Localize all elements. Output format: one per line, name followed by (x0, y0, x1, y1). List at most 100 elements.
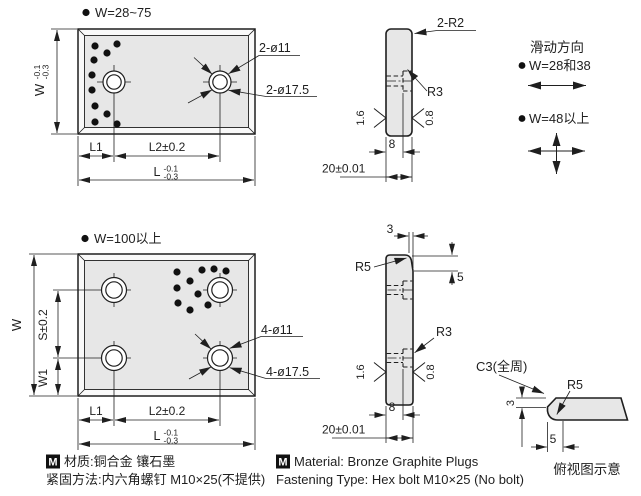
dim-chamfer-width: 3 (387, 222, 428, 268)
dim-thickness: 20±0.01 (322, 137, 413, 182)
sliding-direction-legend: 滑动方向 W=28和38 W=48以上 (518, 40, 591, 174)
graphite-dot (91, 118, 99, 126)
corner-detail-view: C3(全周) R5 3 5 俯视图示意 (476, 359, 629, 477)
variant-text: W=28~75 (95, 5, 151, 20)
callout-radius: R5 (556, 378, 583, 415)
counterbore-hole (203, 341, 237, 426)
dim-l: L -0.1 -0.3 (79, 136, 256, 186)
graphite-dot (88, 71, 96, 79)
graphite-dot (222, 267, 230, 275)
graphite-dot (103, 49, 111, 57)
dim-thickness-text: 20±0.01 (322, 162, 366, 176)
counterbore-hole (53, 273, 131, 307)
roughness-symbol-left: 1.6 (355, 108, 387, 128)
roughness-symbol-right: 0.8 (411, 108, 436, 128)
dim-chamfer-height: 5 (412, 242, 464, 285)
graphite-dot (186, 277, 194, 285)
graphite-plug-dots (88, 40, 121, 128)
graphite-dot (113, 120, 121, 128)
dim-w1-text: W1 (36, 369, 50, 387)
graphite-dot (194, 290, 202, 298)
hidden-counterbore (386, 70, 414, 92)
dim-l-tol-upper: -0.1 (164, 164, 179, 174)
hole-callout-large: 4-ø17.5 (194, 333, 320, 379)
bevel-line (77, 28, 85, 36)
corner-radius-label: R5 (355, 260, 371, 274)
graphite-dot (90, 56, 98, 64)
dim-chamfer-height-text: 5 (457, 270, 464, 284)
roughness-symbol-right: 0.8 (412, 362, 437, 382)
corner-plate-shape (546, 397, 629, 421)
counterbore-hole (203, 273, 237, 307)
callout-bore-radius: R3 (407, 69, 443, 99)
dim-depth: 8 (369, 93, 420, 182)
graphite-dot (173, 268, 181, 276)
bevel-line (77, 389, 85, 397)
bevel-line (248, 389, 256, 397)
graphite-dot (91, 42, 99, 50)
top-section: W=28~75 (32, 5, 591, 186)
top-variant-label: W=28~75 (82, 5, 151, 20)
dim-l-text: L (154, 429, 161, 443)
dim-l1-text: L1 (89, 140, 103, 154)
graphite-dot (103, 110, 111, 118)
graphite-dot (198, 266, 206, 274)
material-badge: M (46, 454, 60, 469)
hole-callout-small: 2-ø11 (187, 41, 300, 104)
dim-depth-text: 8 (389, 400, 396, 414)
dim-s: S±0.2 (36, 291, 61, 357)
side-profile (385, 28, 413, 137)
hole-label-small: 2-ø11 (259, 41, 291, 55)
note-zh-material: 材质:铜合金 镶石墨 (64, 454, 175, 469)
dim-l-tol-lower: -0.3 (164, 172, 179, 182)
variant-text: W=100以上 (94, 231, 162, 246)
m-badge-icon (276, 454, 290, 469)
dim-l-tol-upper: -0.1 (164, 428, 179, 438)
roughness-left-value: 1.6 (355, 364, 367, 379)
dim-l: L -0.1 -0.3 (79, 398, 256, 450)
dim-detail-5: 5 (531, 421, 579, 452)
dim-s-text: S±0.2 (36, 309, 50, 341)
callout-bore-radius: R3 (414, 325, 452, 354)
roughness-right-value: 0.8 (424, 110, 436, 125)
hidden-counterbore (386, 280, 415, 300)
sliding-option-2: W=48以上 (529, 111, 589, 126)
dim-w-tol-lower: -0.3 (41, 64, 51, 79)
bevel-line (248, 253, 256, 261)
graphite-dot (174, 299, 182, 307)
dim-w-text: W (9, 318, 24, 331)
dim-thickness-text: 20±0.01 (322, 423, 366, 437)
hole-inner (106, 74, 122, 90)
dim-l1-text: L1 (89, 404, 103, 418)
dim-w1: W1 (36, 359, 61, 395)
dim-w: W (9, 253, 77, 397)
callout-chamfer: C3(全周) (476, 359, 545, 394)
corner-radius-label: 2-R2 (437, 16, 464, 30)
dim-l2-text: L2±0.2 (149, 404, 186, 418)
bullet-icon (518, 62, 526, 69)
dim-depth: 8 (369, 369, 420, 443)
counterbore-hole (53, 341, 131, 426)
dim-l2-text: L2±0.2 (149, 140, 186, 154)
bottom-variant-label: W=100以上 (81, 231, 162, 246)
graphite-dot (186, 306, 194, 314)
hidden-counterbore (386, 348, 415, 368)
graphite-dot (91, 102, 99, 110)
dim-chamfer-width-text: 3 (387, 222, 394, 236)
graphite-dot (210, 265, 218, 273)
bevel-line (248, 127, 256, 135)
dim-detail-5-text: 5 (550, 432, 557, 446)
counterbore-hole (97, 65, 131, 162)
chamfer-label: C3(全周) (476, 359, 527, 374)
hole-label-large: 4-ø17.5 (266, 365, 309, 379)
graphite-plug-dots (173, 265, 230, 314)
hole-callout-large: 2-ø17.5 (193, 57, 317, 97)
m-badge-icon (46, 454, 60, 469)
roughness-symbol-left: 1.6 (355, 362, 387, 382)
note-zh-fastening: 紧固方法:内六角螺钉 M10×25(不提供) (46, 472, 265, 487)
bottom-side-view: 3 5 R5 R3 1.6 (322, 222, 464, 443)
bottom-face-view: W S±0.2 W1 L1 L2±0.2 L -0 (9, 253, 320, 450)
dim-depth-text: 8 (389, 137, 396, 151)
hole-label-large: 2-ø17.5 (266, 83, 309, 97)
